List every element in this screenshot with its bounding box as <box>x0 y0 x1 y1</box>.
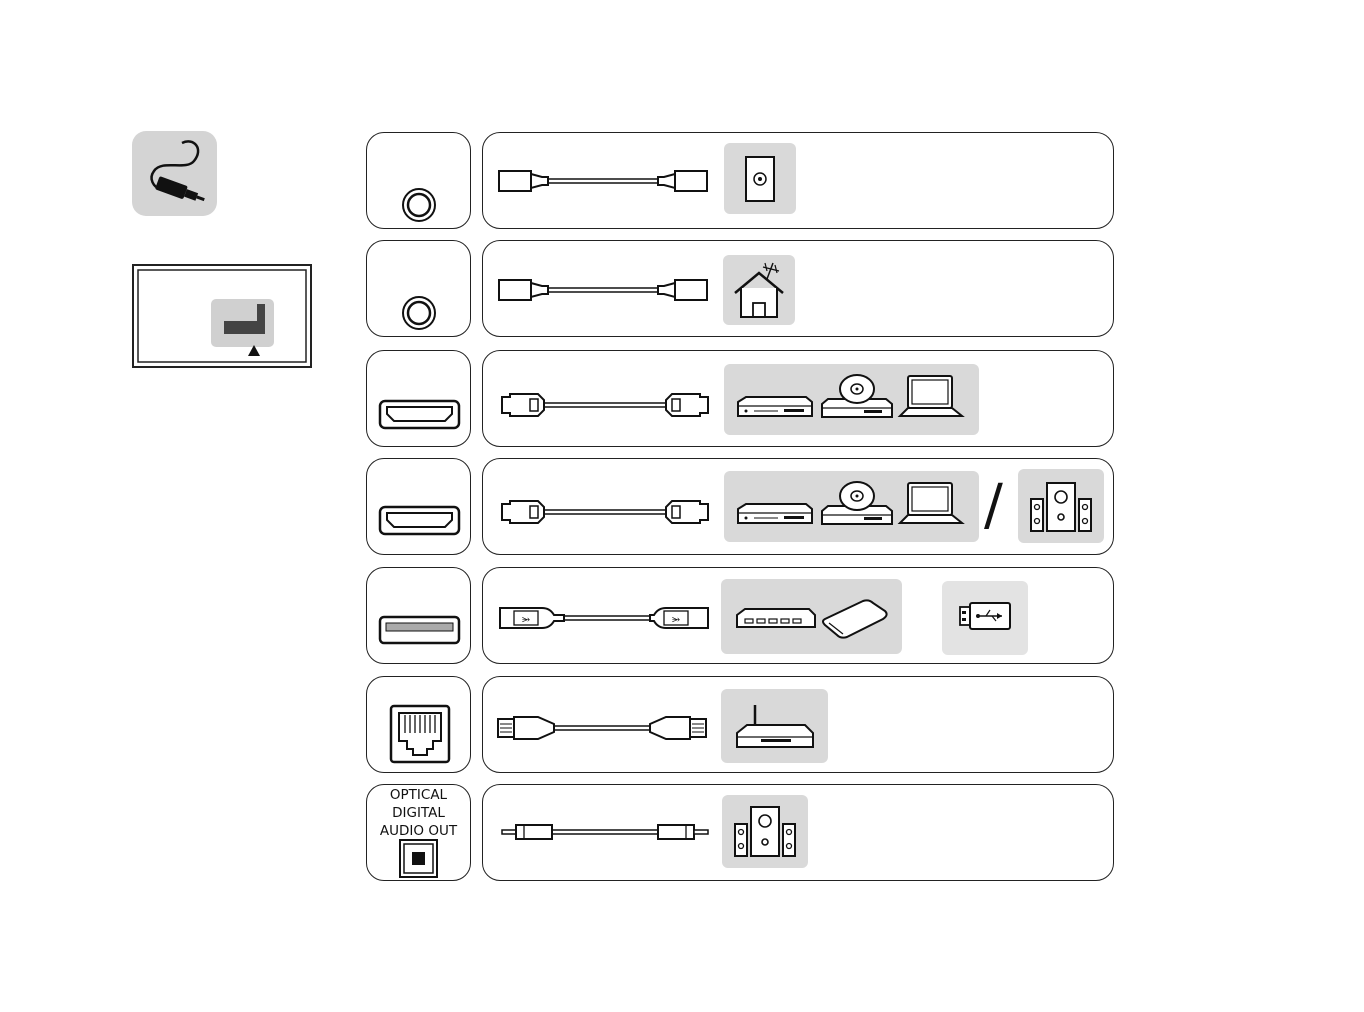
port-box-hdmi-2 <box>366 458 471 555</box>
usb-stick-icon <box>942 581 1028 655</box>
device-panel-av-sources-1 <box>724 364 979 435</box>
port-box-usb <box>366 567 471 664</box>
tv-rear-panel-icon <box>132 264 312 368</box>
port-box-hdmi-1 <box>366 350 471 447</box>
optical-port-icon <box>367 785 472 882</box>
usb-cable-icon: ⭃ ⭃ <box>498 603 710 633</box>
laptop-icon <box>724 364 979 435</box>
svg-text:⭃: ⭃ <box>672 614 680 625</box>
separator-slash: / <box>984 474 1003 538</box>
speaker-system-icon <box>1018 469 1104 543</box>
house-antenna-icon <box>723 255 795 325</box>
hdmi-port-icon <box>367 351 472 448</box>
lan-cable-icon <box>496 714 710 742</box>
device-panel-house-antenna <box>723 255 795 325</box>
router-icon <box>721 689 828 763</box>
optical-cable-icon <box>500 822 710 842</box>
lan-port-icon <box>367 677 472 774</box>
coax-cable-icon <box>498 277 710 303</box>
cable-connector-icon <box>132 131 217 216</box>
coax-port-icon <box>367 133 472 230</box>
wall-antenna-outlet-icon <box>724 143 796 214</box>
usb-port-icon <box>367 568 472 665</box>
device-panel-usb-stick <box>942 581 1028 655</box>
device-panel-av-sources-2 <box>724 471 979 542</box>
device-panel-usb-storage <box>721 579 902 654</box>
device-panel-speakers-1 <box>1018 469 1104 543</box>
port-box-lan <box>366 676 471 773</box>
external-hdd-icon <box>721 579 902 654</box>
coax-port-icon <box>367 241 472 338</box>
hdmi-cable-icon <box>500 498 710 526</box>
port-box-optical: OPTICAL DIGITAL AUDIO OUT <box>366 784 471 881</box>
port-box-coax-1 <box>366 132 471 229</box>
device-panel-speakers-2 <box>722 795 808 868</box>
laptop-icon <box>724 471 979 542</box>
device-panel-wall-outlet <box>724 143 796 214</box>
speaker-system-icon <box>722 795 808 868</box>
svg-text:⭃: ⭃ <box>522 614 530 625</box>
coax-cable-icon <box>498 168 710 194</box>
hdmi-port-icon <box>367 459 472 556</box>
device-panel-router <box>721 689 828 763</box>
hdmi-cable-icon <box>500 391 710 419</box>
port-box-coax-2 <box>366 240 471 337</box>
